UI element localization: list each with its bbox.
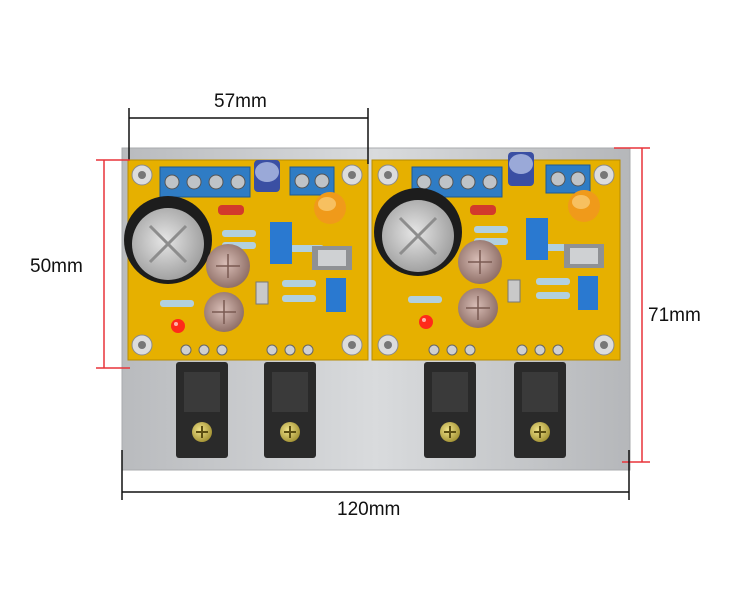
resistor bbox=[408, 296, 442, 303]
tantalum-capacitor bbox=[568, 190, 600, 222]
resistor bbox=[536, 278, 570, 285]
resistor bbox=[470, 205, 496, 215]
mount-hole bbox=[593, 164, 615, 186]
electrolytic-capacitor bbox=[458, 288, 498, 328]
mount-hole bbox=[341, 334, 363, 356]
resistor bbox=[222, 230, 256, 237]
filter-capacitor bbox=[124, 196, 212, 284]
small-capacitor bbox=[508, 152, 534, 186]
pcb-right bbox=[371, 152, 621, 361]
transistor-pads bbox=[428, 344, 564, 356]
pin-header bbox=[255, 281, 269, 305]
trimmer-potentiometer bbox=[526, 218, 548, 260]
dimension-right bbox=[614, 147, 650, 463]
pcb-left bbox=[124, 159, 369, 361]
mount-hole bbox=[377, 334, 399, 356]
resistor bbox=[282, 295, 316, 302]
dimension-label-left: 50mm bbox=[30, 256, 83, 277]
dimension-left bbox=[96, 159, 130, 369]
resistor bbox=[218, 205, 244, 215]
mount-hole bbox=[131, 334, 153, 356]
tantalum-capacitor bbox=[314, 192, 346, 224]
resistor bbox=[282, 280, 316, 287]
power-transistor bbox=[424, 362, 476, 458]
mount-hole bbox=[131, 164, 153, 186]
transistor-pads bbox=[180, 344, 314, 356]
power-transistor bbox=[264, 362, 316, 458]
dimension-top bbox=[128, 108, 369, 164]
mount-hole bbox=[377, 164, 399, 186]
resistor bbox=[536, 292, 570, 299]
electrolytic-capacitor bbox=[206, 244, 250, 288]
power-transistor bbox=[514, 362, 566, 458]
dimension-label-bottom: 120mm bbox=[337, 499, 401, 520]
power-transistor bbox=[176, 362, 228, 458]
resistor bbox=[474, 226, 508, 233]
trimmer-potentiometer bbox=[578, 276, 598, 310]
electrolytic-capacitor bbox=[458, 240, 502, 284]
pin-header bbox=[507, 279, 521, 303]
dimension-label-right: 71mm bbox=[648, 305, 701, 326]
mount-hole bbox=[341, 164, 363, 186]
terminal-block bbox=[289, 166, 335, 196]
terminal-block bbox=[159, 166, 251, 198]
driver-transistor bbox=[312, 246, 352, 270]
dimension-label-top: 57mm bbox=[214, 91, 267, 112]
led bbox=[419, 315, 433, 329]
filter-capacitor bbox=[374, 188, 462, 276]
trimmer-potentiometer bbox=[270, 222, 292, 264]
dimension-bottom bbox=[121, 450, 630, 500]
led bbox=[171, 319, 185, 333]
trimmer-potentiometer bbox=[326, 278, 346, 312]
mount-hole bbox=[593, 334, 615, 356]
small-capacitor bbox=[254, 160, 280, 192]
terminal-block bbox=[411, 166, 503, 198]
driver-transistor bbox=[564, 244, 604, 268]
electrolytic-capacitor bbox=[204, 292, 244, 332]
resistor bbox=[160, 300, 194, 307]
terminal-block bbox=[545, 164, 591, 194]
